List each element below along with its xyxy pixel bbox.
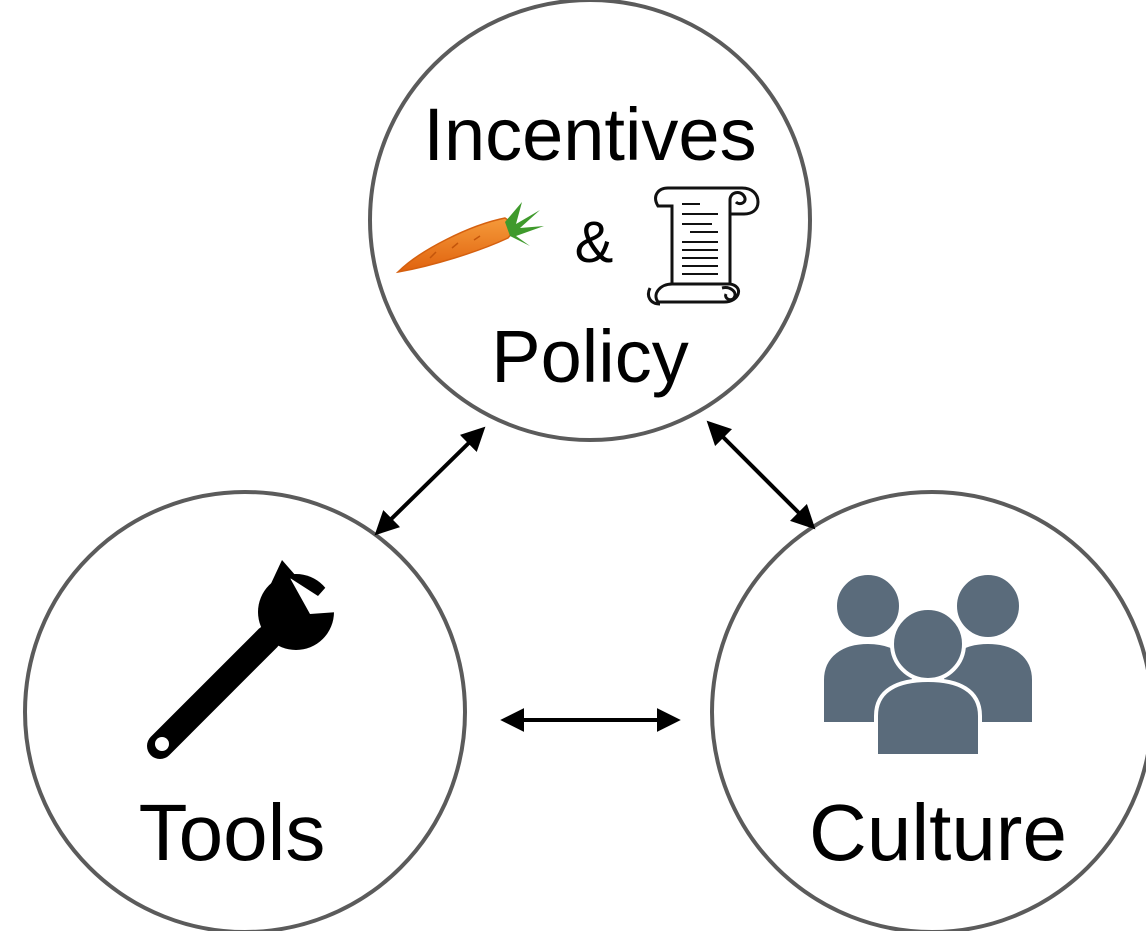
connector-ampersand: & — [575, 210, 614, 275]
node-culture: Culture — [710, 490, 1146, 931]
scroll-icon — [638, 178, 772, 308]
arrows — [374, 420, 816, 732]
node-incentives-policy: Incentives & Polic — [368, 0, 812, 442]
node-circle-tools — [23, 490, 467, 931]
tools-label: Tools — [139, 788, 326, 877]
incentives-label: Incentives — [423, 93, 756, 176]
carrot-icon — [395, 202, 544, 274]
culture-label: Culture — [809, 788, 1067, 877]
arrow-policy-tools — [374, 426, 486, 536]
wrench-icon — [147, 560, 338, 759]
node-tools: Tools — [23, 490, 467, 931]
node-circle-incentives-policy — [368, 0, 812, 442]
arrow-policy-culture — [706, 420, 816, 530]
policy-label: Policy — [491, 315, 688, 398]
people-group-icon — [820, 571, 1036, 758]
